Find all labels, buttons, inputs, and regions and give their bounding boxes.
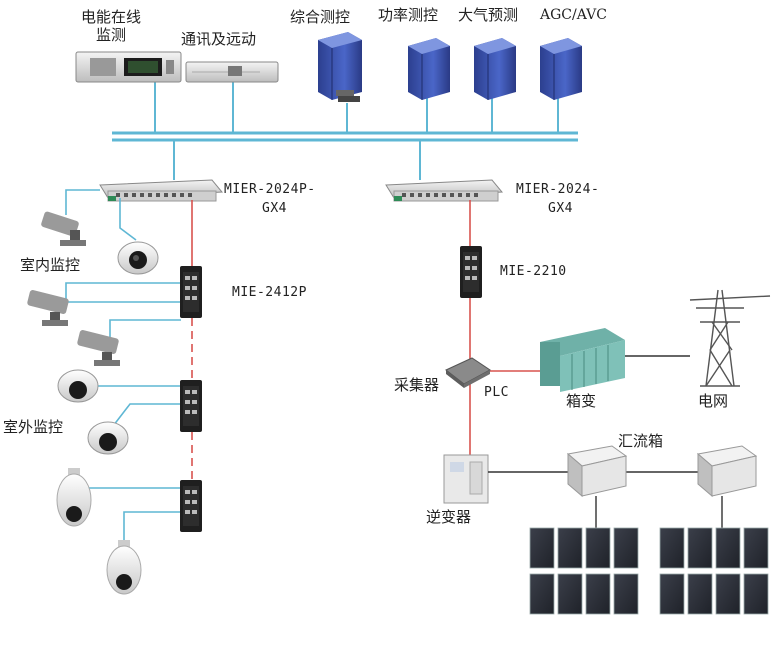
indoor-dome-camera-icon [117,241,159,275]
label-box-transformer: 箱变 [566,392,597,410]
inverter-device [443,454,489,504]
server-agc-avc [540,38,582,100]
label-mie-2412p: MIE-2412P [232,285,307,300]
outdoor-ptz-camera-icon-1 [56,468,92,527]
comm-remote-device [185,61,279,83]
label-mie-2210: MIE-2210 [500,264,567,279]
fiber-links [191,200,545,482]
combiner-box-1 [566,445,628,498]
server-power-control [408,38,450,100]
label-integrated-control: 综合测控 [290,8,351,26]
box-transformer [540,328,625,392]
label-power-monitor-line1: 电能在线 [80,8,141,26]
label-plc: PLC [484,385,509,400]
collector-plc-device [445,357,491,388]
main-bus [112,131,578,142]
label-power-monitor-line2: 监测 [95,26,126,44]
label-inverter: 逆变器 [426,508,472,526]
industrial-switch-mie-2210 [460,246,482,298]
outdoor-bullet-camera-icon-2 [77,330,120,366]
label-indoor-monitoring: 室内监控 [20,256,81,274]
label-weather-forecast: 大气预测 [458,6,519,24]
outdoor-ptz-camera-icon-2 [106,540,142,595]
combiner-box-2 [696,445,758,498]
industrial-switch-3 [180,480,202,532]
label-mier-2024p-line1: MIER-2024P- [224,182,316,197]
outdoor-bullet-camera-icon-1 [27,290,69,326]
server-integrated-control [318,32,362,102]
label-power-monitor: 电能在线 监测 [74,8,148,44]
transmission-tower-icon [689,289,771,387]
label-collector: 采集器 [394,376,440,394]
pv-array-1 [529,527,639,615]
outdoor-dome-camera-icon-1 [57,369,99,403]
indoor-bullet-camera-icon [41,211,86,246]
industrial-switch-mie-2412p [180,266,202,318]
outdoor-dome-camera-icon-2 [87,421,129,455]
switch-mier-2024 [385,179,504,202]
label-outdoor-monitoring: 室外监控 [3,418,64,436]
industrial-switch-2 [180,380,202,432]
server-weather-forecast [474,38,516,100]
label-mier-2024-line2: GX4 [548,201,573,216]
bus-drops [154,82,559,180]
label-combiner-box: 汇流箱 [618,432,664,450]
label-grid: 电网 [698,392,729,410]
power-monitor-device [75,51,182,83]
label-power-control: 功率测控 [378,6,439,24]
camera-links [65,189,181,545]
label-mier-2024-line1: MIER-2024- [516,182,600,197]
label-mier-2024p-line2: GX4 [262,201,287,216]
switch-mier-2024p [99,179,224,202]
pv-array-2 [659,527,769,615]
label-comm-remote: 通讯及远动 [181,30,257,48]
label-agc-avc: AGC/AVC [540,7,607,23]
